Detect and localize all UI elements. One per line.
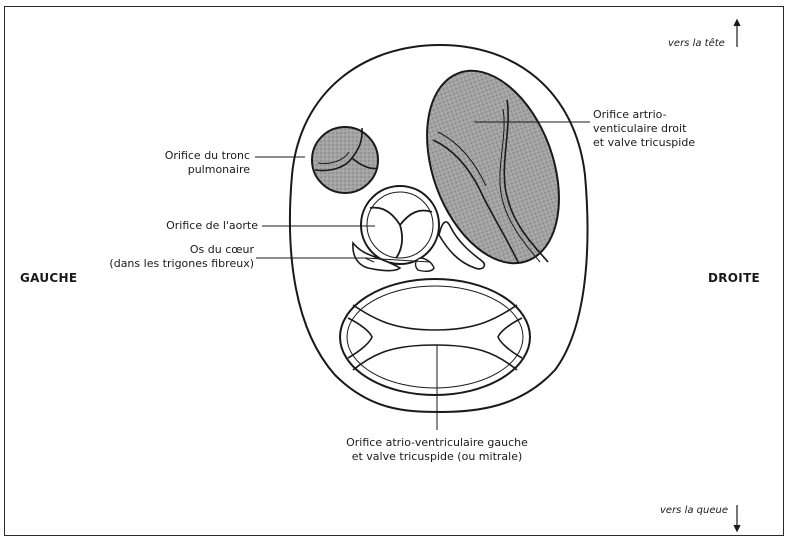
label-pulmonary-line1: Orifice du tronc	[150, 149, 250, 163]
label-pulmonary-line2: pulmonaire	[150, 163, 250, 177]
label-heart-bones-line1: Os du cœur	[104, 243, 254, 257]
aortic-orifice	[361, 186, 439, 264]
label-right-av: Orifice artrio- venticulaire droit et va…	[593, 108, 695, 150]
label-heart-bones-line2: (dans les trigones fibreux)	[104, 257, 254, 271]
label-right-av-line1: Orifice artrio-	[593, 108, 695, 122]
label-left-av-line1: Orifice atrio-ventriculaire gauche	[317, 436, 557, 450]
label-heart-bones: Os du cœur (dans les trigones fibreux)	[104, 243, 254, 271]
direction-tail: vers la queue	[660, 505, 728, 516]
side-right: DROITE	[708, 271, 760, 285]
label-left-av-line2: et valve tricuspide (ou mitrale)	[317, 450, 557, 464]
pulmonary-orifice	[312, 127, 378, 193]
label-pulmonary: Orifice du tronc pulmonaire	[150, 149, 250, 177]
label-left-av: Orifice atrio-ventriculaire gauche et va…	[317, 436, 557, 464]
label-right-av-line3: et valve tricuspide	[593, 136, 695, 150]
side-left: GAUCHE	[20, 271, 77, 285]
left-av-orifice	[340, 279, 530, 395]
direction-head: vers la tête	[668, 38, 725, 49]
label-right-av-line2: venticulaire droit	[593, 122, 695, 136]
label-aorta: Orifice de l'aorte	[140, 219, 258, 233]
